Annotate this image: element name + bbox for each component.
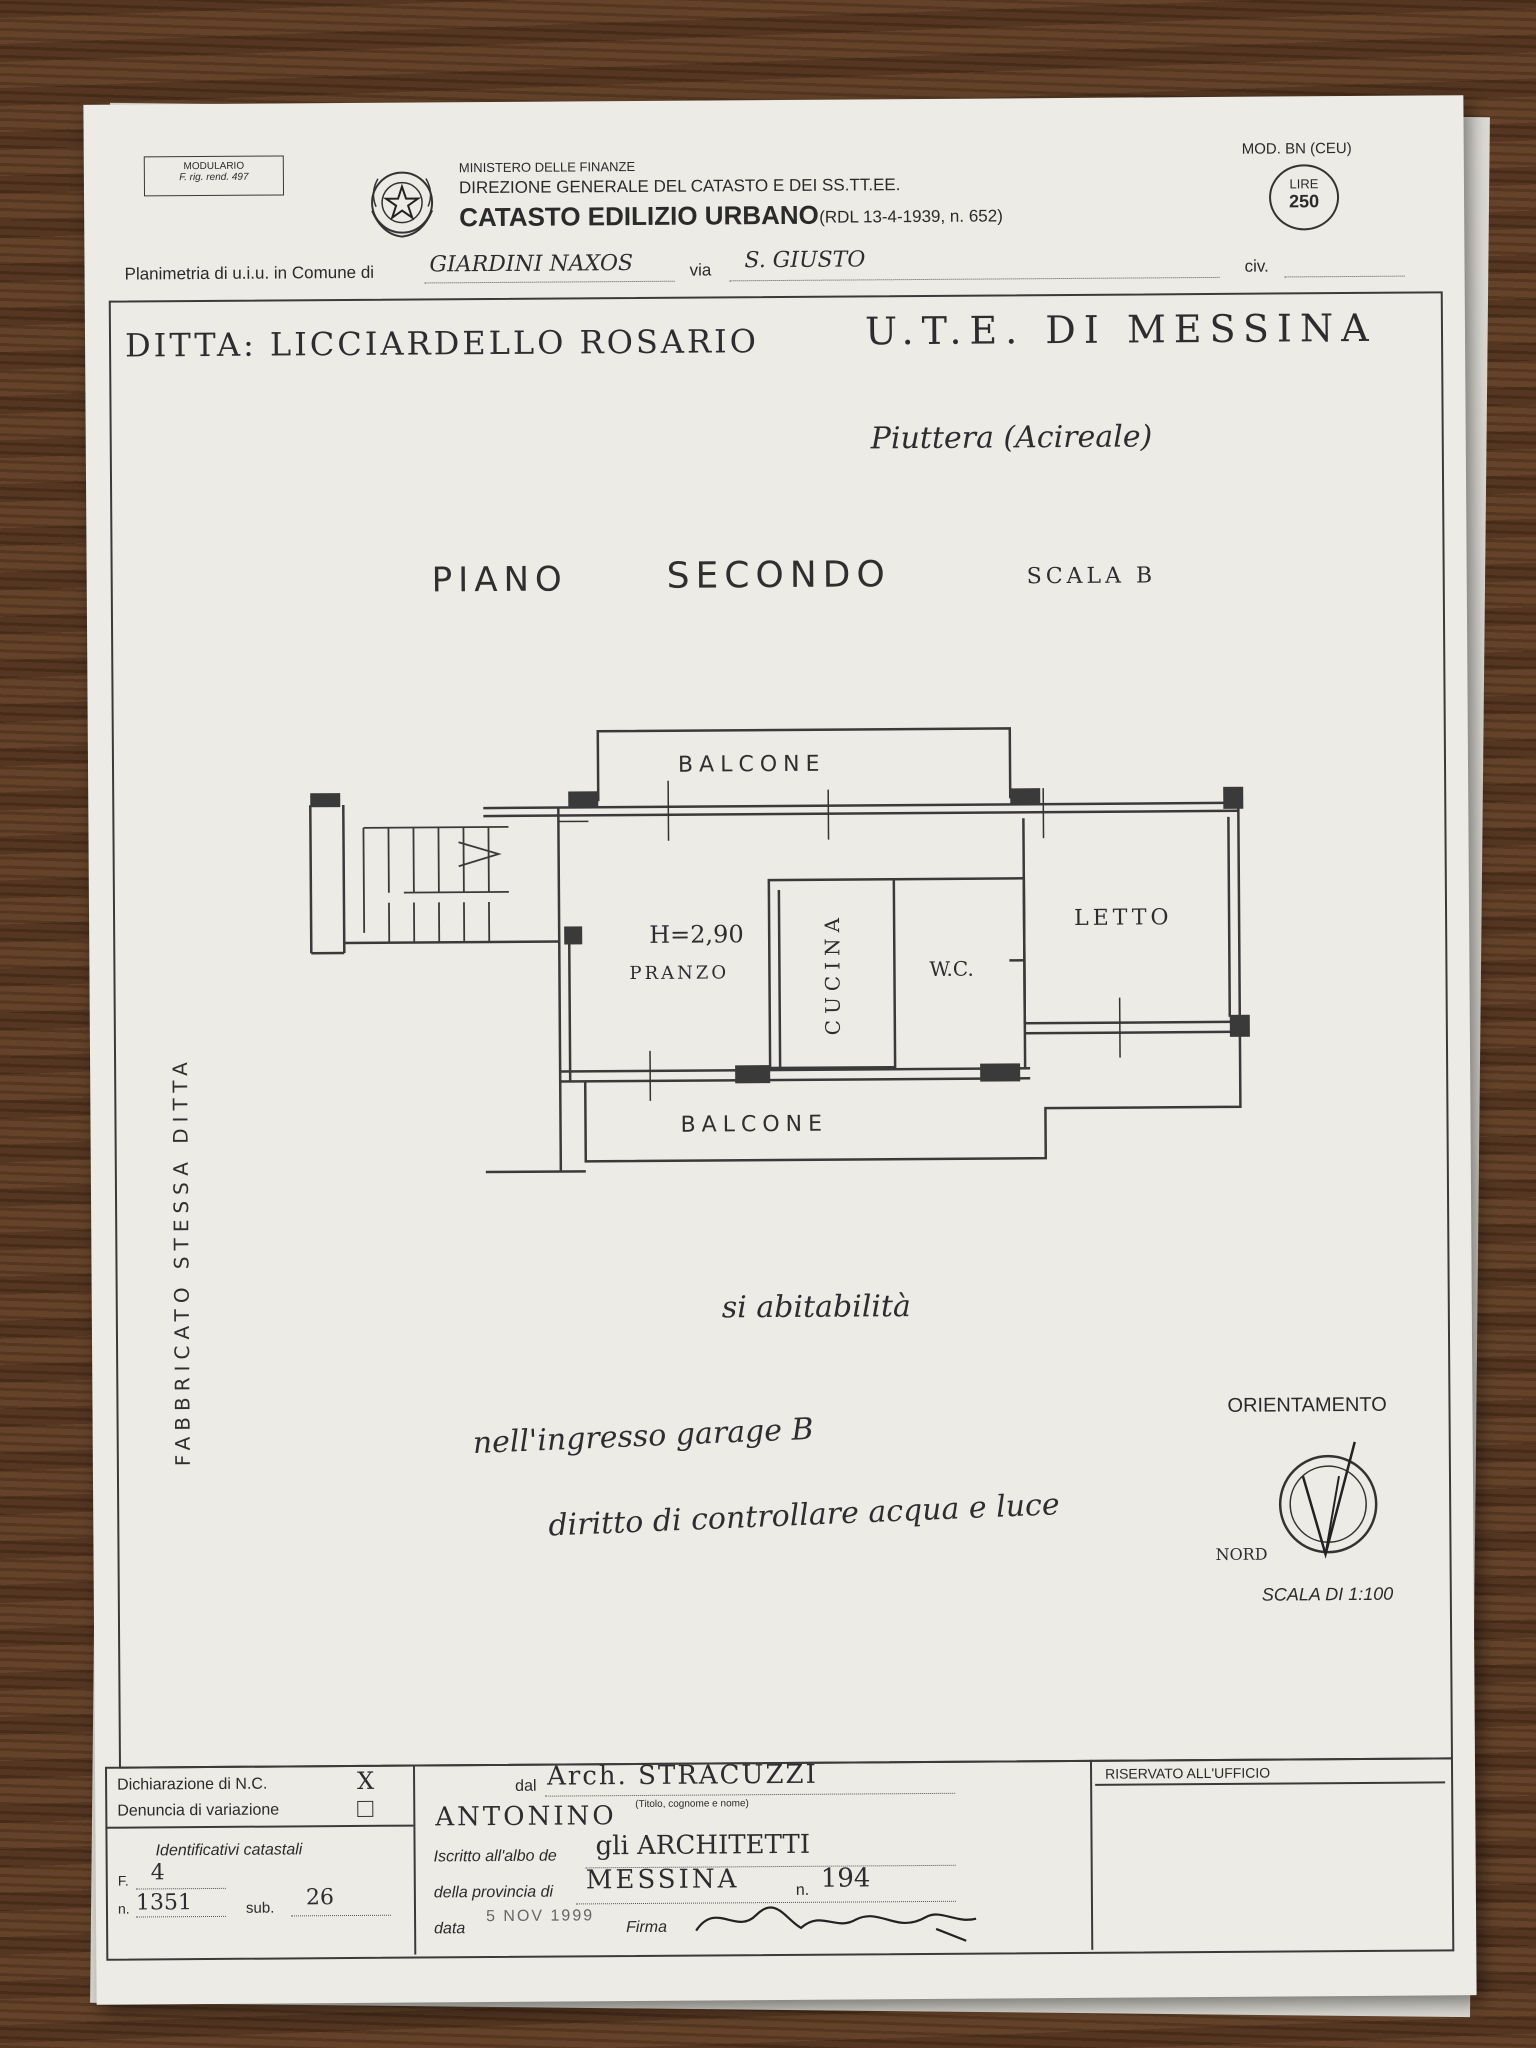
- albo-value: gli ARCHITETTI: [595, 1829, 811, 1862]
- architect-sub: (Titolo, cognome e nome): [635, 1798, 749, 1811]
- sub-value: 26: [305, 1885, 334, 1911]
- note-abitabilita: si abitabilità: [721, 1289, 912, 1326]
- wall-west-pranzo: [557, 807, 562, 1142]
- dichiarazione-mark: X: [356, 1766, 375, 1795]
- balcone-top-label: BALCONE: [677, 751, 826, 778]
- provincia-label: della provincia di: [433, 1883, 554, 1902]
- balcony-bottom-outline: [583, 1031, 1242, 1163]
- data-value: 5 NOV 1999: [485, 1907, 595, 1926]
- ident-title: Identificativi catastali: [155, 1841, 303, 1860]
- letto-label: LETTO: [1074, 905, 1173, 931]
- wall-north: [483, 801, 1239, 810]
- riservato-label: RISERVATO ALL'UFFICIO: [1105, 1764, 1271, 1782]
- denuncia-label: Denuncia di variazione: [117, 1801, 280, 1820]
- data-label: data: [434, 1920, 466, 1938]
- sub-label: sub.: [245, 1899, 275, 1917]
- north-arrow-icon: [1278, 1441, 1378, 1559]
- wc-label: W.C.: [929, 956, 974, 981]
- scale-label: SCALA DI 1:100: [1261, 1583, 1394, 1605]
- height-label: H=2,90: [649, 920, 744, 949]
- n2-value: 1351: [135, 1890, 193, 1916]
- dichiarazione-label: Dichiarazione di N.C.: [117, 1775, 268, 1794]
- redatta-label: dal: [515, 1777, 537, 1795]
- wall-west-stair: [309, 805, 313, 954]
- floor-plan: [309, 727, 1250, 1174]
- architect-first-name: ANTONINO: [435, 1801, 617, 1833]
- balcone-bottom-label: BALCONE: [680, 1111, 829, 1138]
- cucina-label: CUCINA: [820, 911, 845, 1036]
- republic-emblem-icon: [371, 171, 434, 238]
- balcony-top-outline: [596, 727, 1012, 802]
- north-label: NORD: [1215, 1544, 1268, 1564]
- orientation-title: ORIENTAMENTO: [1227, 1393, 1387, 1417]
- f-label: F.: [117, 1872, 129, 1889]
- architect-name: Arch. STRACUZZI: [546, 1759, 818, 1792]
- signature-icon: [695, 1906, 977, 1942]
- firma-label: Firma: [626, 1918, 668, 1937]
- cucina-outline: [767, 877, 897, 1070]
- f-value: 4: [150, 1860, 165, 1886]
- denuncia-checkbox: [357, 1800, 374, 1817]
- albo-label: Iscritto all'albo de: [433, 1847, 557, 1866]
- staircase: [362, 825, 509, 943]
- wall-east: [1237, 802, 1242, 1032]
- document-sheet: MODULARIO F. rig. rend. 497 MINISTERO DE…: [83, 95, 1477, 2005]
- n2-label: n.: [117, 1900, 130, 1917]
- pranzo-label: PRANZO: [629, 962, 730, 985]
